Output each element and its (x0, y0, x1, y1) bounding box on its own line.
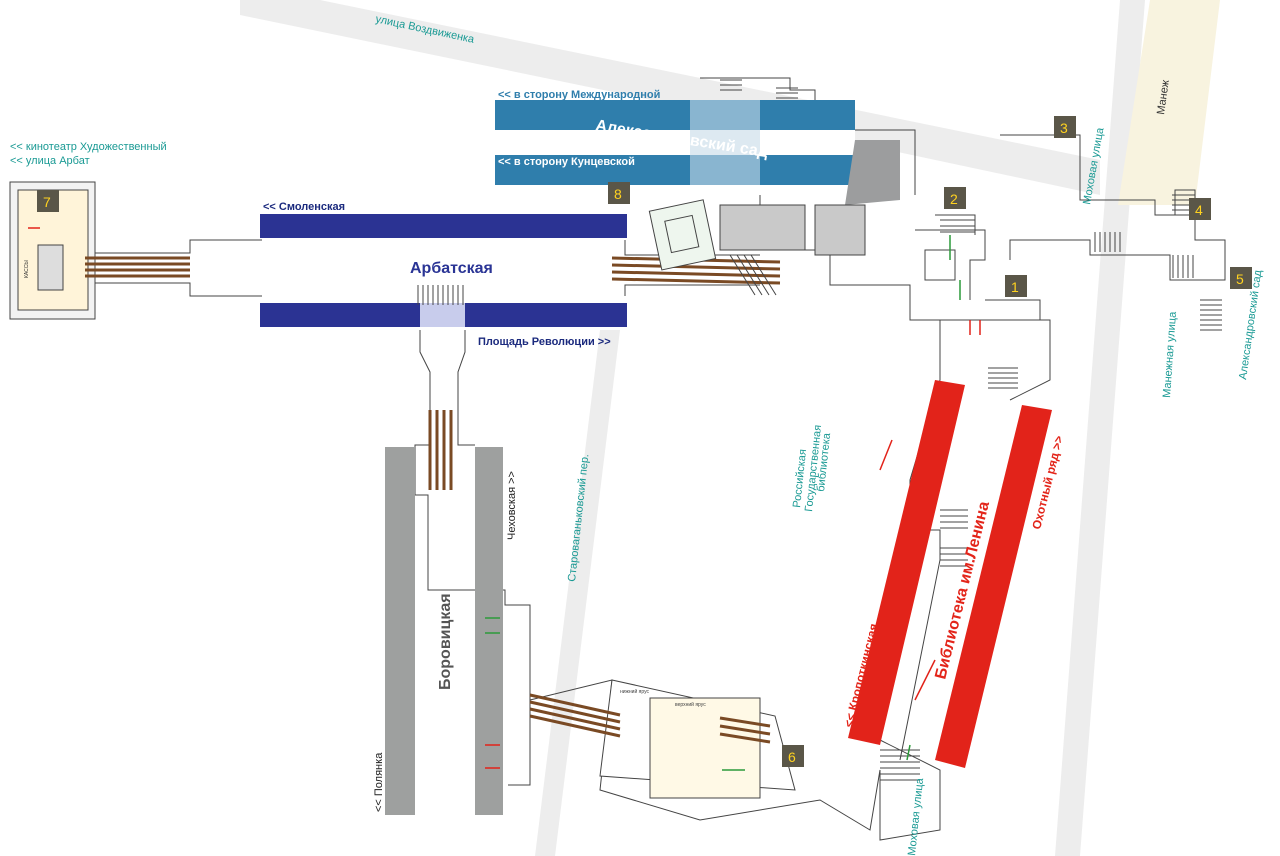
station-borovitskaya: Боровицкая (437, 593, 454, 690)
lobby-details (37, 199, 956, 291)
dir-mezhdunarodnaya: << в сторону Международной (498, 89, 660, 101)
arbatskaya-platforms (260, 214, 627, 327)
manezh-label: Манеж (1155, 79, 1172, 116)
exit-number: 2 (950, 191, 958, 207)
lobby-lower-tier: нижний ярус (620, 688, 650, 695)
exit-badge-1[interactable]: 1 (1005, 275, 1027, 297)
street-mokhovaya-bottom: Моховая улица (906, 777, 926, 856)
station-arbatskaya: Арбатская (410, 260, 493, 277)
exit-number: 8 (614, 186, 622, 202)
street-arbat: << улица Арбат (10, 155, 90, 167)
biblioteka-platforms (848, 380, 1052, 768)
exit-number: 3 (1060, 120, 1068, 136)
exit-number: 4 (1195, 202, 1203, 218)
lobby-kassy: КАССЫ (24, 260, 30, 278)
exit-badge-7[interactable]: 7 (37, 190, 59, 212)
exit-badge-8[interactable]: 8 (608, 182, 630, 204)
exit-badge-6[interactable]: 6 (782, 745, 804, 767)
exit-number: 1 (1011, 279, 1019, 295)
exit-badge-5[interactable]: 5 (1230, 267, 1252, 289)
street-manezhnaya: Манежная улица (1161, 310, 1179, 398)
borovitskaya-platforms (385, 447, 503, 815)
street-mokhovaya-band (1055, 0, 1145, 856)
aleksandrovsky-platforms (495, 100, 900, 205)
dir-ploshchad-revolyutsii: Площадь Революции >> (478, 336, 611, 348)
street-khudozhestvenny: << кинотеатр Художественный (10, 141, 167, 153)
exit-number: 6 (788, 749, 796, 765)
dir-chekhovskaya: Чеховская >> (506, 471, 518, 540)
manezh-building (1118, 0, 1220, 205)
exit-number: 5 (1236, 271, 1244, 287)
exit-badge-3[interactable]: 3 (1054, 116, 1076, 138)
dir-kuntsevskaya: << в сторону Кунцевской (498, 156, 635, 168)
lobby-upper-tier: верхний ярус (675, 701, 706, 708)
escalators (85, 256, 781, 744)
dir-arbatskaya-fili: << Арбатская (503, 134, 589, 149)
flow-arrows (28, 227, 981, 771)
stairs (417, 79, 1222, 781)
dir-polyanka: << Полянка (373, 752, 385, 812)
exit-number: 7 (43, 194, 51, 210)
exit-badge-4[interactable]: 4 (1189, 198, 1211, 220)
dir-smolenskaya: << Смоленская (263, 201, 345, 213)
exit-badge-2[interactable]: 2 (944, 187, 966, 209)
street-starovagankovsky-band (535, 330, 620, 856)
